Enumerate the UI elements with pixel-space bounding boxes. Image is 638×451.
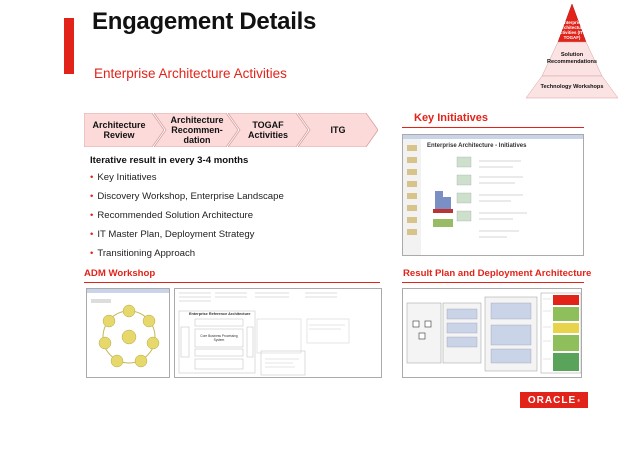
- slide-subtitle: Enterprise Architecture Activities: [94, 66, 287, 81]
- adm-reference-screenshot: Enterprise Reference Architecture Core B…: [174, 288, 382, 378]
- bullet-item: •IT Master Plan, Deployment Strategy: [90, 229, 255, 240]
- iterative-title: Iterative result in every 3-4 months: [90, 155, 249, 166]
- pyramid-graphic: [525, 3, 619, 99]
- chevron-shape-1: [84, 113, 164, 147]
- oracle-logo-text: ORACLE: [527, 394, 577, 406]
- slide-title: Engagement Details: [92, 8, 316, 35]
- adm-reference-graphic: [178, 292, 350, 376]
- adm-workshop-divider: [84, 282, 380, 283]
- result-plan-heading: Result Plan and Deployment Architecture: [403, 268, 592, 279]
- pyramid-top-label: Enterprise Architecture Activities (ITS,…: [556, 20, 588, 40]
- title-accent-bar: [64, 18, 74, 74]
- chevron-shape-4: [298, 113, 378, 147]
- chevron-togaf-activities: TOGAF Activities: [247, 120, 289, 140]
- adm-cycle-graphic: [87, 289, 169, 368]
- activity-pyramid: Enterprise Architecture Activities (ITS,…: [506, 2, 638, 102]
- result-plan-divider: [402, 282, 584, 283]
- key-initiatives-screenshot: Enterprise Architecture - Initiatives: [402, 134, 584, 256]
- oracle-logo-mark: ®: [577, 397, 581, 403]
- bullet-item: •Recommended Solution Architecture: [90, 210, 254, 221]
- bullet-item: •Transitioning Approach: [90, 248, 196, 259]
- key-initiatives-divider: [402, 127, 584, 128]
- adm-workshop-heading: ADM Workshop: [84, 268, 156, 279]
- adm-cycle-screenshot: [86, 288, 170, 378]
- deployment-architecture-graphic: [406, 292, 581, 374]
- initiatives-window-graphic: [403, 135, 583, 255]
- chevron-itg: ITG: [330, 125, 346, 135]
- adm-reference-title: Enterprise Reference Architecture: [189, 312, 251, 316]
- chevron-architecture-review: Architecture Review: [92, 120, 146, 140]
- chevron-architecture-recommendation: Architecture Recommen-dation: [170, 115, 224, 145]
- bullet-item: •Key Initiatives: [90, 172, 157, 183]
- iterative-bullet-list: •Key Initiatives •Discovery Workshop, En…: [90, 168, 284, 263]
- result-plan-screenshot: [402, 288, 582, 378]
- chevron-shape-2: [154, 113, 238, 147]
- bullet-item: •Discovery Workshop, Enterprise Landscap…: [90, 191, 284, 202]
- initiatives-window-title: Enterprise Architecture - Initiatives: [427, 143, 527, 149]
- chevron-shape-3: [228, 113, 308, 147]
- pyramid-middle-label: Solution Recommendations: [546, 52, 598, 65]
- pyramid-bottom-label: Technology Workshops: [540, 84, 604, 90]
- adm-core-label: Core Business Processing System: [200, 334, 238, 342]
- oracle-logo: ORACLE®: [520, 392, 588, 408]
- key-initiatives-heading: Key Initiatives: [414, 112, 488, 124]
- process-chevrons: Architecture Review Architecture Recomme…: [84, 113, 380, 147]
